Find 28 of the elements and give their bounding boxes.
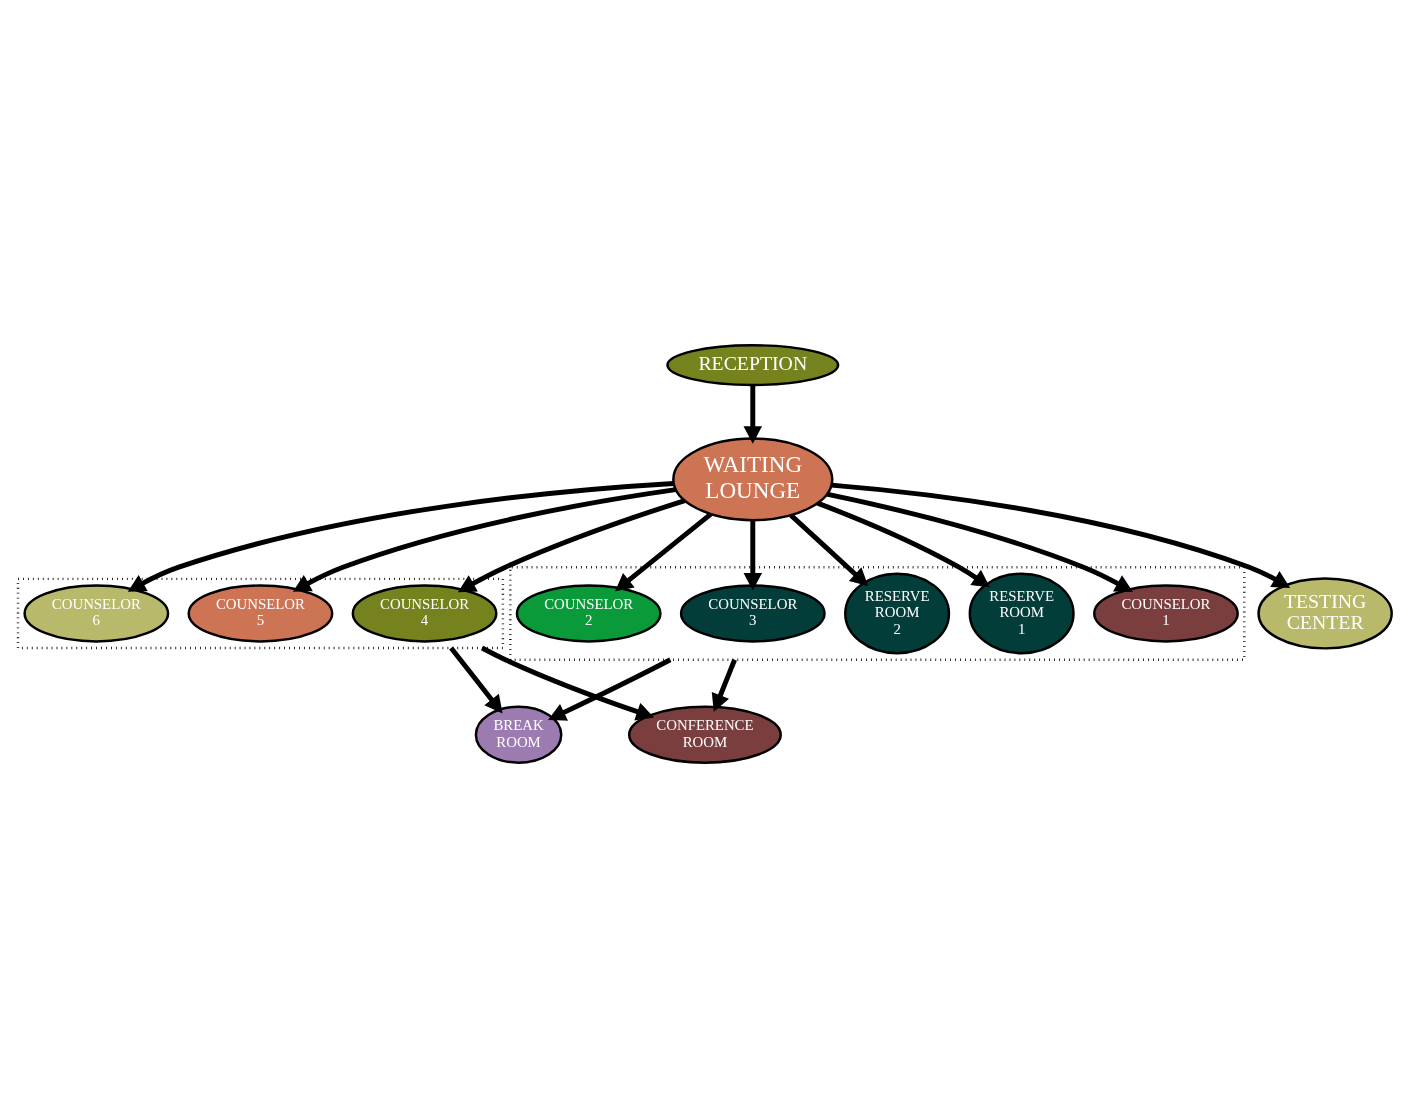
- node-ellipse: WAITING LOUNGE: [672, 436, 834, 521]
- arrow: [292, 486, 677, 592]
- arrow: [615, 511, 713, 591]
- arrow: [743, 384, 763, 444]
- arrow: [816, 500, 991, 588]
- arrow: [457, 497, 686, 592]
- node-ellipse: COUNSELOR 4: [351, 583, 498, 643]
- arrow: [127, 480, 674, 592]
- node-ellipse: COUNSELOR 5: [187, 583, 334, 643]
- node-ellipse: COUNSELOR 3: [679, 583, 826, 643]
- node-ellipse: COUNSELOR 1: [1093, 583, 1239, 643]
- node-ellipse: COUNSELOR 2: [515, 583, 662, 643]
- arrow: [548, 657, 672, 721]
- node-ellipse: TESTING CENTER: [1257, 576, 1393, 650]
- node-ellipse: CONFERENCE ROOM: [627, 705, 782, 764]
- node-ellipse: RESERVE ROOM 1: [968, 572, 1075, 654]
- node-ellipse: BREAK ROOM: [474, 705, 563, 764]
- arrow: [711, 658, 737, 712]
- arrow: [789, 513, 869, 586]
- arrow: [449, 646, 503, 714]
- arrow: [480, 645, 654, 720]
- arrow: [831, 482, 1291, 588]
- node-ellipse: COUNSELOR 6: [23, 583, 170, 643]
- node-ellipse: RESERVE ROOM 2: [844, 572, 951, 654]
- node-ellipse: RECEPTION: [666, 343, 840, 386]
- arrow: [826, 491, 1133, 592]
- cluster: [16, 577, 505, 649]
- arrow: [743, 519, 763, 591]
